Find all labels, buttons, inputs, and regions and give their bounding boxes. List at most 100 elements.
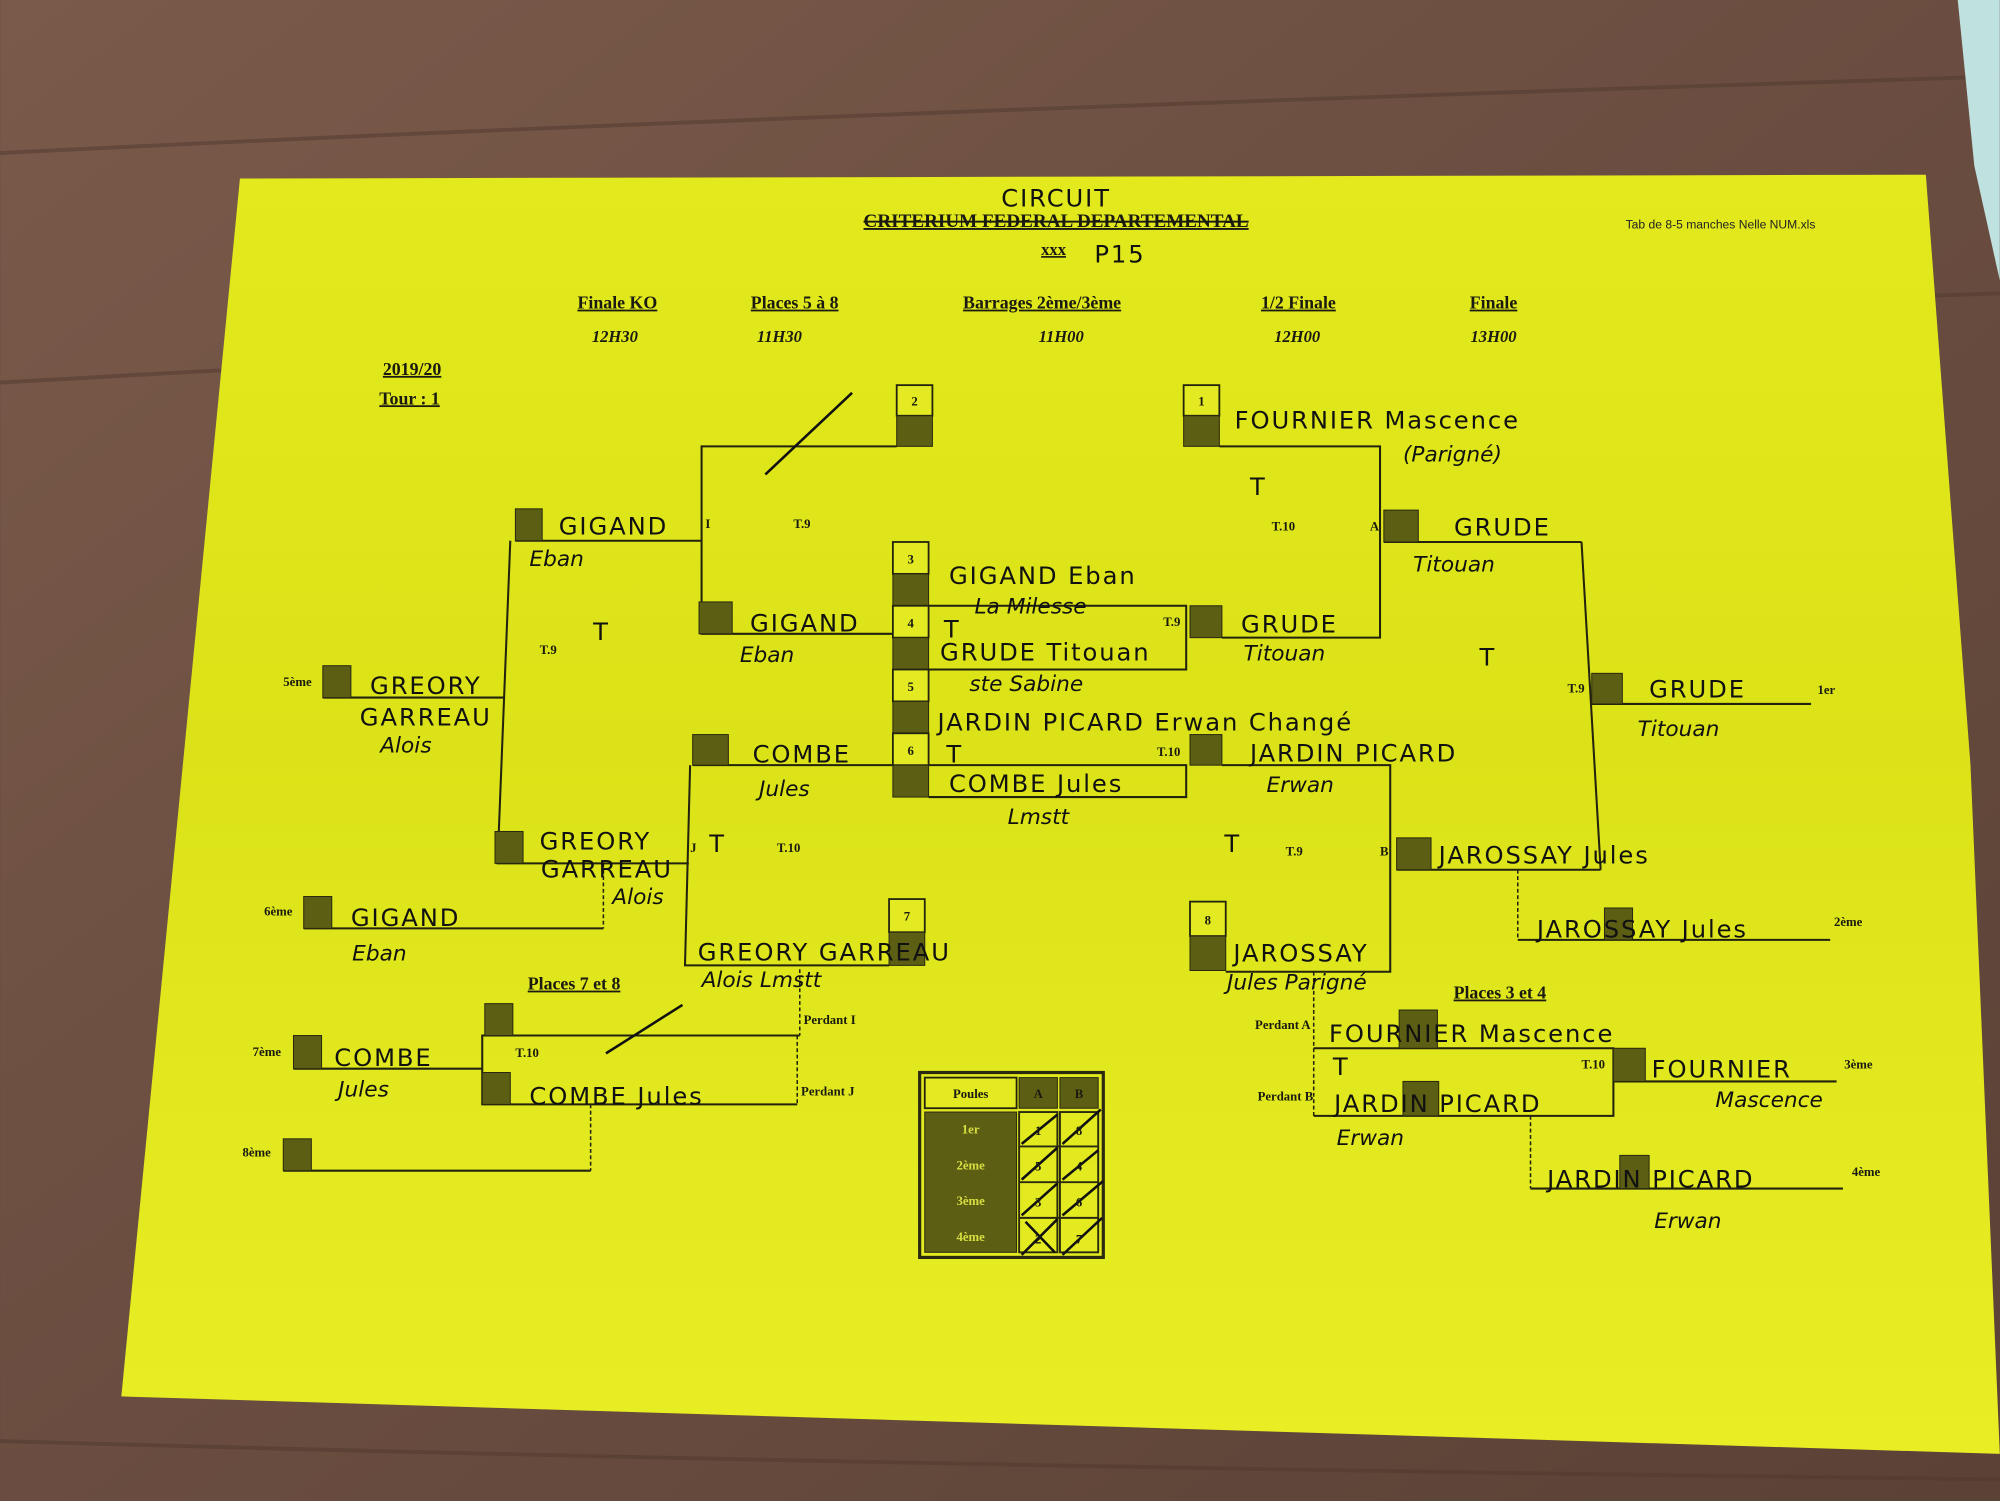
- mark-t: T: [945, 741, 963, 769]
- score-cells: [282, 508, 1650, 1190]
- loser-b-label: Perdant B: [1258, 1090, 1314, 1104]
- seed8-name: JAROSSAY: [1231, 940, 1368, 968]
- bracket-lines: [283, 445, 1843, 1190]
- wA-first: Titouan: [1413, 552, 1495, 577]
- wJ-first: Jules: [755, 777, 810, 802]
- poule-a-cell: 2: [1035, 1232, 1041, 1246]
- seed1-name: FOURNIER Mascence: [1235, 406, 1520, 434]
- poule-b-cell: 6: [1076, 1195, 1082, 1209]
- col-header-places-5-8: Places 5 à 8: [751, 293, 839, 313]
- seed-number: 1: [1198, 395, 1204, 409]
- wJ-last: COMBE: [753, 741, 851, 769]
- mark-t: T: [943, 616, 961, 644]
- poule-b-header: B: [1075, 1087, 1084, 1101]
- seed-number: 7: [904, 910, 911, 924]
- seed-7: 7: [888, 898, 926, 966]
- place-6: 6ème: [264, 905, 293, 919]
- table-label: T.10: [1157, 745, 1180, 759]
- poules-header: Poules: [953, 1087, 988, 1101]
- fifth-mid: GARREAU: [360, 704, 492, 732]
- seventh-first: Jules: [334, 1078, 389, 1103]
- second-place-name: JAROSSAY Jules: [1535, 915, 1748, 943]
- seed-4: 4: [891, 604, 930, 671]
- match-label-j: J: [690, 841, 697, 855]
- wA-last: GRUDE: [1454, 514, 1551, 542]
- place-8: 8ème: [242, 1146, 271, 1160]
- player-entries: FOURNIER Mascence (Parigné) GIGAND Eban …: [334, 406, 1823, 1234]
- seventh-last: COMBE: [334, 1044, 432, 1072]
- first-place-first: Titouan: [1638, 717, 1720, 742]
- rank-label: 2ème: [957, 1158, 986, 1172]
- seed6-club: Lmstt: [1008, 805, 1071, 830]
- time-final: 13H00: [1471, 327, 1517, 346]
- col-header-semi-final: 1/2 Finale: [1261, 293, 1336, 313]
- season: 2019/20: [383, 359, 442, 379]
- seed-number: 8: [1205, 914, 1211, 928]
- loser-i-label: Perdant I: [804, 1013, 856, 1027]
- col-header-finale-ko: Finale KO: [578, 293, 658, 313]
- place-2: 2ème: [1834, 915, 1863, 929]
- table-label: T.10: [1582, 1058, 1606, 1072]
- table-label: T.10: [1272, 520, 1295, 534]
- seed-number: 4: [908, 616, 915, 630]
- third-first: Mascence: [1715, 1088, 1822, 1113]
- seed3-club: La Milesse: [974, 594, 1086, 619]
- table-label: T.9: [540, 643, 557, 657]
- mark-t: T: [1223, 830, 1241, 858]
- seed4-club: ste Sabine: [969, 672, 1083, 697]
- mark-t: T: [1479, 644, 1497, 672]
- table-label: T.10: [777, 841, 801, 855]
- seed-3: 3: [891, 541, 930, 607]
- first-place-last: GRUDE: [1649, 676, 1746, 704]
- seed3-name: GIGAND Eban: [949, 562, 1137, 590]
- mark-t: T: [592, 618, 610, 646]
- sixth-first: Eban: [352, 941, 406, 966]
- p34-bottom-first: Erwan: [1337, 1126, 1404, 1151]
- poule-a-cell: 1: [1035, 1124, 1041, 1138]
- match-labels: I T.9 A T.10 T.9 T.10 T.9 B T.9 T.9 J T.…: [242, 517, 1880, 1179]
- mark-t: T: [1332, 1053, 1350, 1081]
- seed5-name: JARDIN PICARD Erwan Changé: [936, 709, 1354, 737]
- seed4-name: GRUDE Titouan: [940, 639, 1150, 667]
- table-label: T.9: [1163, 615, 1180, 629]
- column-headers: Finale KO Places 5 à 8 Barrages 2ème/3èm…: [578, 293, 1518, 346]
- place-7: 7ème: [253, 1045, 282, 1059]
- third-last: FOURNIER: [1652, 1056, 1792, 1084]
- fourth-last: JARDIN PICARD: [1545, 1165, 1754, 1193]
- time-semi-final: 12H00: [1274, 327, 1320, 346]
- seed-5: 5: [891, 668, 930, 734]
- seed8-club: Jules Parigné: [1223, 971, 1367, 996]
- match-label-b: B: [1380, 845, 1389, 859]
- fifth-first: Alois: [378, 733, 431, 758]
- round: Tour : 1: [379, 388, 439, 408]
- seed7-name: GREORY GARREAU: [698, 938, 951, 966]
- category-printed: xxx: [1041, 240, 1067, 259]
- poule-b-cell: 7: [1076, 1232, 1083, 1246]
- background-object: [1957, 0, 2000, 281]
- place-1: 1er: [1817, 683, 1835, 697]
- wI-last: GIGAND: [559, 512, 669, 540]
- poule-a-cell: 3: [1035, 1195, 1041, 1209]
- ko-top-last: GIGAND: [750, 609, 860, 637]
- category-handwritten: P15: [1094, 241, 1145, 269]
- poule-b-cell: 8: [1076, 1124, 1082, 1138]
- w34-last: GRUDE: [1241, 611, 1338, 639]
- table-label: T.10: [515, 1046, 539, 1060]
- wB-name: JAROSSAY Jules: [1437, 841, 1650, 869]
- match-label-a: A: [1370, 520, 1380, 534]
- paper-sheet: [121, 174, 2000, 1454]
- wI-first: Eban: [529, 547, 583, 572]
- place-3: 3ème: [1844, 1058, 1873, 1072]
- p34-bottom-last: JARDIN PICARD: [1332, 1090, 1541, 1118]
- seed-number: 3: [908, 553, 914, 567]
- p78-bottom-name: COMBE Jules: [529, 1082, 703, 1110]
- loser-a-label: Perdant A: [1255, 1018, 1311, 1032]
- places-3-4-label: Places 3 et 4: [1454, 983, 1547, 1003]
- loser-j-label: Perdant J: [801, 1084, 855, 1098]
- time-places-5-8: 11H30: [757, 327, 802, 346]
- seed-number: 5: [908, 680, 914, 694]
- time-barrages: 11H00: [1039, 327, 1084, 346]
- rank-label: 4ème: [957, 1230, 986, 1244]
- table-label: T.9: [793, 517, 810, 531]
